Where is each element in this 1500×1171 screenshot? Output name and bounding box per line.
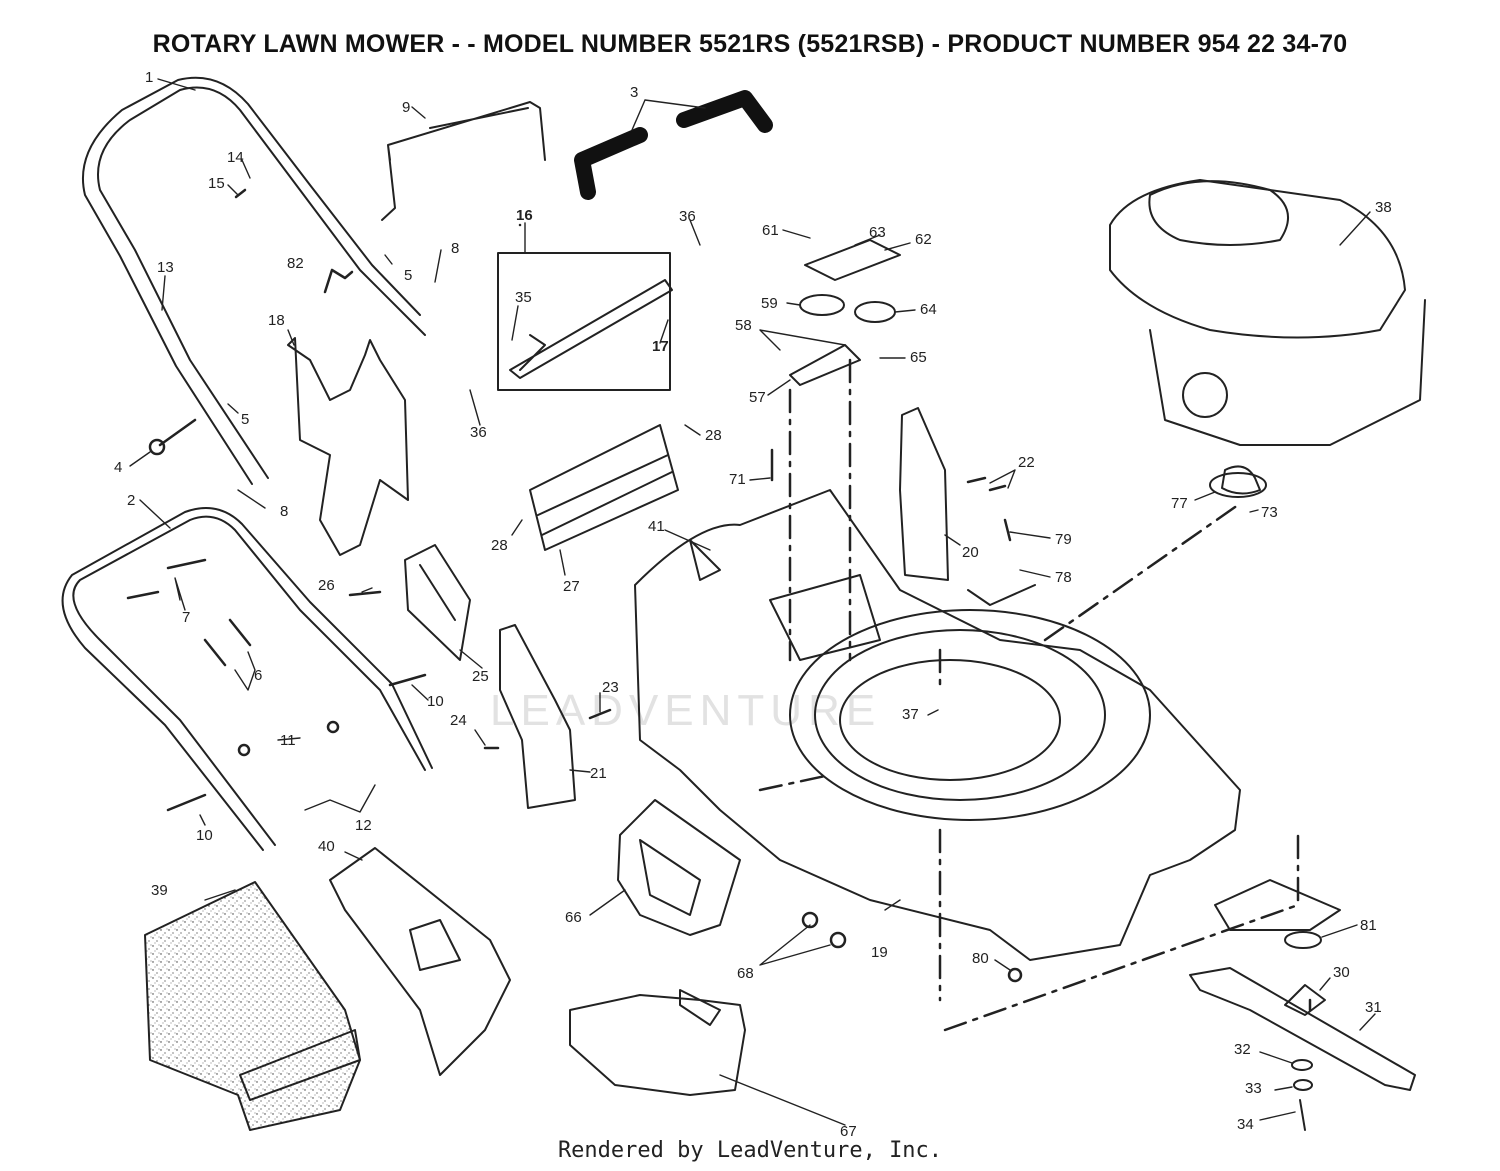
engine xyxy=(1109,179,1426,495)
callout-36b: 36 xyxy=(470,424,487,441)
callout-64: 64 xyxy=(920,301,937,318)
callout-13: 13 xyxy=(157,259,174,276)
diagram-title: ROTARY LAWN MOWER - - MODEL NUMBER 5521R… xyxy=(152,30,1348,58)
rear-deflector xyxy=(529,424,679,551)
callout-41: 41 xyxy=(648,518,665,535)
callout-22: 22 xyxy=(1018,454,1035,471)
callout-24: 24 xyxy=(450,712,467,729)
bag-frame xyxy=(329,847,511,1076)
side-bracket xyxy=(404,544,471,661)
mulch-plug xyxy=(569,989,746,1096)
callout-2: 2 xyxy=(127,492,135,509)
callout-68: 68 xyxy=(737,965,754,982)
callout-28b: 28 xyxy=(491,537,508,554)
callout-62: 62 xyxy=(915,231,932,248)
callout-18: 18 xyxy=(268,312,285,329)
callout-65: 65 xyxy=(910,349,927,366)
callout-78: 78 xyxy=(1055,569,1072,586)
callout-7: 7 xyxy=(182,609,190,626)
callout-37: 37 xyxy=(902,706,919,723)
callout-77: 77 xyxy=(1171,495,1188,512)
callout-1: 1 xyxy=(145,69,153,86)
pulley-assembly xyxy=(789,239,901,386)
callout-80: 80 xyxy=(972,950,989,967)
callout-3: 3 xyxy=(630,84,638,101)
lower-handle xyxy=(61,507,433,851)
lift-rod xyxy=(967,584,1036,606)
callout-6: 6 xyxy=(254,667,262,684)
callout-81: 81 xyxy=(1360,917,1377,934)
grass-bag-frame xyxy=(239,1029,361,1101)
callout-35: 35 xyxy=(515,289,532,306)
mower-deck xyxy=(634,489,1241,961)
height-adjuster-left xyxy=(499,624,576,809)
engine-pulley xyxy=(1209,472,1267,498)
callout-79: 79 xyxy=(1055,531,1072,548)
callout-67: 67 xyxy=(840,1123,857,1140)
chute-plate xyxy=(287,337,409,556)
callout-16: 16 xyxy=(516,207,533,224)
callout-39: 39 xyxy=(151,882,168,899)
footer-credit: Rendered by LeadVenture, Inc. xyxy=(557,1138,943,1163)
callout-19: 19 xyxy=(871,944,888,961)
callout-9: 9 xyxy=(402,99,410,116)
callout-32: 32 xyxy=(1234,1041,1251,1058)
callout-25: 25 xyxy=(472,668,489,685)
callout-58: 58 xyxy=(735,317,752,334)
callout-17: 17 xyxy=(652,338,669,355)
callout-27: 27 xyxy=(563,578,580,595)
callout-5b: 5 xyxy=(404,267,412,284)
callout-21: 21 xyxy=(590,765,607,782)
bracket-box xyxy=(497,252,671,391)
callout-63: 63 xyxy=(869,224,886,241)
callout-5a: 5 xyxy=(241,411,249,428)
callout-labels: 1 2 3 4 5 5 6 7 8 8 9 10 10 11 12 13 14 … xyxy=(114,69,1392,1140)
callout-11: 11 xyxy=(280,732,296,749)
callout-33: 33 xyxy=(1245,1080,1262,1097)
callout-57: 57 xyxy=(749,389,766,406)
bracket-bar xyxy=(509,279,673,379)
watermark: LEADVENTURE xyxy=(490,686,881,735)
handle-grips xyxy=(574,90,773,200)
hardware xyxy=(126,188,1023,983)
callout-10b: 10 xyxy=(196,827,213,844)
leader-lines xyxy=(129,78,1376,1126)
height-adjuster-right xyxy=(899,407,949,581)
callout-71: 71 xyxy=(729,471,746,488)
callout-26: 26 xyxy=(318,577,335,594)
callout-28a: 28 xyxy=(705,427,722,444)
callout-61: 61 xyxy=(762,222,779,239)
callout-34: 34 xyxy=(1237,1116,1254,1133)
callout-73: 73 xyxy=(1261,504,1278,521)
callout-4: 4 xyxy=(114,459,122,476)
callout-8a: 8 xyxy=(451,240,459,257)
callout-31: 31 xyxy=(1365,999,1382,1016)
callout-38: 38 xyxy=(1375,199,1392,216)
grass-bag xyxy=(144,881,361,1131)
callout-10a: 10 xyxy=(427,693,444,710)
callout-20: 20 xyxy=(962,544,979,561)
rear-flap xyxy=(617,799,741,936)
callout-36a: 36 xyxy=(679,208,696,225)
upper-handle xyxy=(81,76,426,485)
callout-15: 15 xyxy=(208,175,225,192)
callout-14: 14 xyxy=(227,149,244,166)
callout-12: 12 xyxy=(355,817,372,834)
callout-59: 59 xyxy=(761,295,778,312)
callout-66: 66 xyxy=(565,909,582,926)
assembly-lines xyxy=(758,358,1312,1032)
control-bar xyxy=(381,101,546,221)
callout-40: 40 xyxy=(318,838,335,855)
callout-82: 82 xyxy=(287,255,304,272)
callout-23: 23 xyxy=(602,679,619,696)
blade-assembly xyxy=(1189,879,1416,1131)
callout-30: 30 xyxy=(1333,964,1350,981)
callout-8b: 8 xyxy=(280,503,288,520)
